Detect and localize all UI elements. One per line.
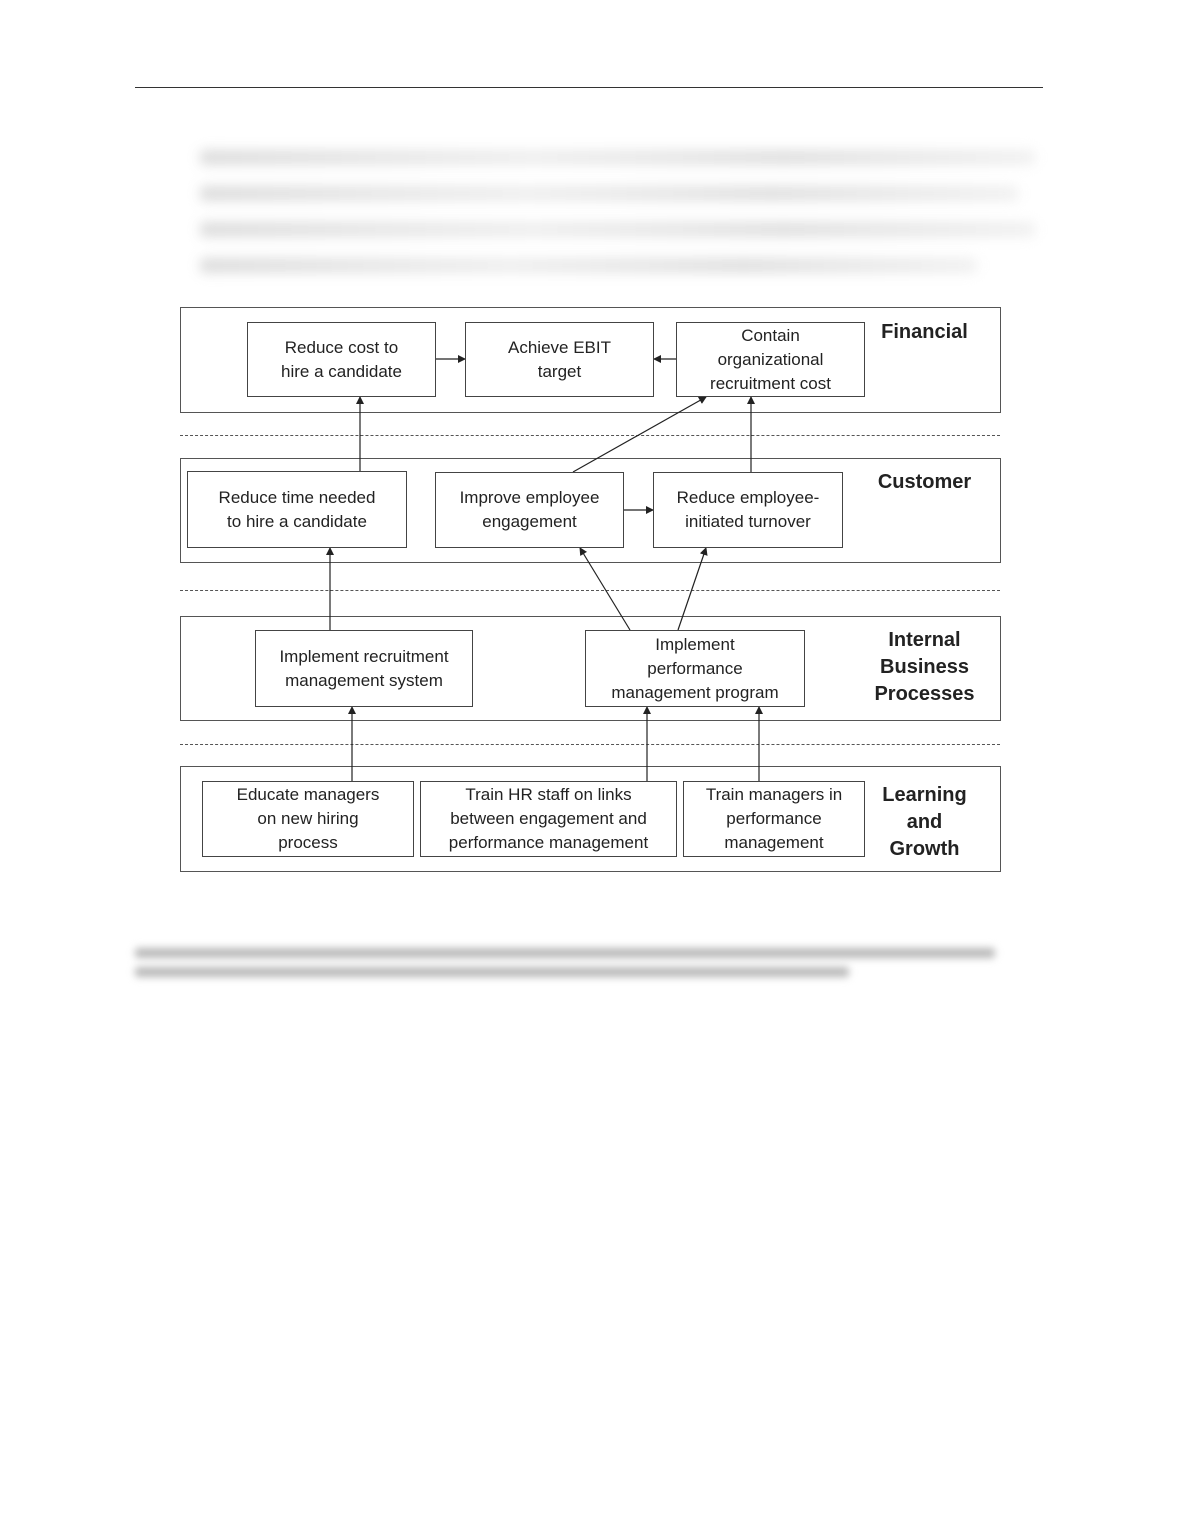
node-reduce-employee-turnover: Reduce employee- initiated turnover <box>653 472 843 548</box>
perspective-learning-growth: Learning and Growth <box>882 784 967 860</box>
node-reduce-cost-to-hire: Reduce cost to hire a candidate <box>247 322 436 397</box>
arrow-improve_engagement-to-contain_cost <box>572 396 707 473</box>
page-top-rule <box>135 87 1043 88</box>
blurred-intro-text <box>200 150 1035 280</box>
node-implement-recruitment-system: Implement recruitment management system <box>255 630 473 707</box>
arrow-implement_performance-to-reduce_turnover <box>677 547 708 631</box>
node-implement-performance-program: Implement performance management program <box>585 630 805 707</box>
node-train-hr-staff: Train HR staff on links between engageme… <box>420 781 677 857</box>
band-separator <box>180 435 1000 436</box>
perspective-financial: Financial <box>881 321 968 343</box>
band-separator <box>180 590 1000 591</box>
arrow-implement_performance-to-improve_engagement <box>579 547 631 631</box>
blurred-figure-caption <box>135 948 995 988</box>
node-contain-recruitment-cost: Contain organizational recruitment cost <box>676 322 865 397</box>
perspective-internal-business-processes: Internal Business Processes <box>874 629 975 705</box>
node-reduce-time-to-hire: Reduce time needed to hire a candidate <box>187 471 407 548</box>
band-separator <box>180 744 1000 745</box>
node-achieve-ebit-target: Achieve EBIT target <box>465 322 654 397</box>
node-train-managers: Train managers in performance management <box>683 781 865 857</box>
node-educate-managers: Educate managers on new hiring process <box>202 781 414 857</box>
perspective-customer: Customer <box>877 471 972 493</box>
node-improve-employee-engagement: Improve employee engagement <box>435 472 624 548</box>
